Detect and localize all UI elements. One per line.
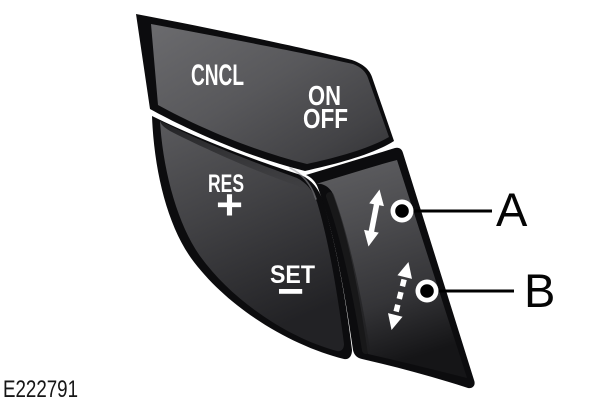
onoff-button-label-off: OFF [303, 103, 348, 134]
callout-b-label: B [524, 264, 555, 317]
callout-a: A [390, 183, 528, 236]
speed-rocker-button [306, 147, 475, 389]
onoff-button-label-on: ON [308, 80, 341, 111]
res-set-rocker-top-shading [160, 121, 317, 202]
set-button-label: SET [270, 261, 315, 289]
speed-rocker-face [316, 160, 467, 378]
cancel-button-label: CNCL [191, 59, 244, 92]
callout-b: B [415, 264, 555, 317]
set-minus-symbol: − [277, 267, 304, 316]
callout-a-label: A [496, 183, 528, 236]
callout-b-marker-dot [420, 284, 434, 298]
res-set-rocker-button [152, 116, 352, 360]
res-set-rocker-ridge-highlight [289, 167, 317, 200]
speed-rocker-left-edge-shading [326, 192, 370, 354]
callout-a-marker-dot [395, 204, 409, 218]
accelerate-solid-arrow-icon [364, 189, 384, 247]
cancel-onoff-button-face [151, 24, 389, 164]
figure-code: E222791 [3, 376, 78, 403]
resume-button-label: RES [208, 170, 244, 198]
resume-plus-symbol: + [216, 181, 243, 228]
cancel-onoff-button [136, 14, 394, 171]
tap-dashed-arrow-icon [388, 262, 412, 330]
